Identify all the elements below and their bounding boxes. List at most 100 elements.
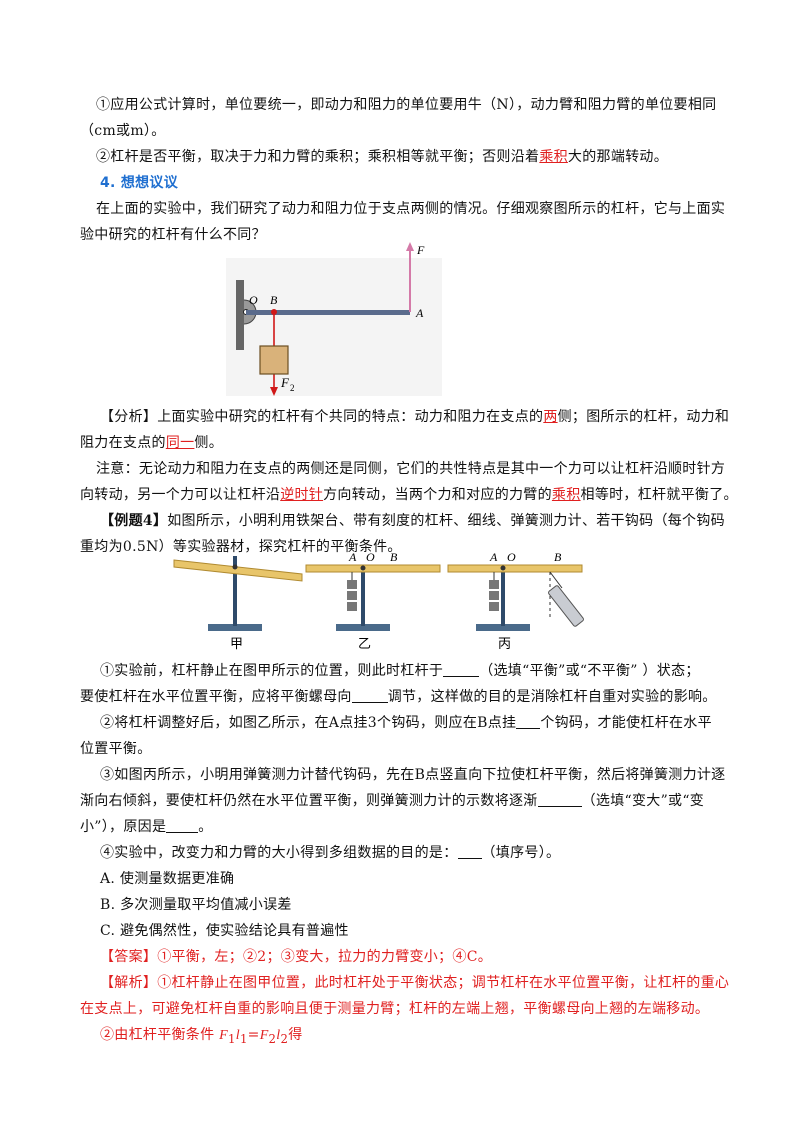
lever-level — [447, 564, 583, 573]
answer-fill: 逆时针 — [280, 487, 324, 503]
option-b: B. 多次测量取平均值减小误差 — [100, 897, 292, 913]
string — [549, 571, 563, 589]
answer-blank[interactable] — [351, 688, 388, 703]
text: 小”），原因是 — [80, 819, 167, 835]
pivot — [360, 565, 366, 571]
pivot — [232, 564, 238, 570]
discussion-line2: 验中研究的杠杆有什么不同？ — [80, 222, 690, 248]
subscript: 1 — [228, 1031, 236, 1046]
label-F: F — [416, 243, 425, 257]
section-heading: 4. 想想议议 — [100, 175, 179, 191]
text: 。 — [198, 819, 213, 835]
text: ④实验中，改变力和力臂的大小得到多组数据的目的是： — [100, 845, 458, 861]
lever-tilted — [173, 559, 303, 582]
setup-jia: 甲 — [173, 556, 303, 651]
text: 位置平衡。 — [80, 741, 152, 757]
discussion-line1: 在上面的实验中，我们研究了动力和阻力位于支点两侧的情况。仔细观察图所示的杠杆，它… — [96, 196, 725, 222]
lever-level — [305, 564, 441, 573]
rule-units-line2: （cm或m）。 — [80, 118, 690, 144]
text: 侧。 — [194, 435, 224, 451]
text: ②将杠杆调整好后，如图乙所示，在A点挂3个钩码，则应在B点挂 — [100, 715, 517, 731]
answer-fill: 乘积 — [539, 149, 568, 165]
answer-blank[interactable] — [537, 792, 582, 807]
formula-l1: l — [235, 1028, 240, 1043]
text: （填序号）。 — [481, 845, 561, 861]
caption-yi: 乙 — [358, 636, 371, 651]
text: （选填“变大”或“变 — [581, 793, 705, 809]
text: 如图所示，小明利用铁架台、带有刻度的杠杆、细线、弹簧测力计、若干钩码（每个钩码 — [167, 513, 725, 529]
label-F2-subscript: 2 — [290, 383, 295, 393]
label-O: O — [507, 550, 516, 564]
note-line1: 注意：无论动力和阻力在支点的两侧还是同侧，它们的共性特点是其中一个力可以让杠杆沿… — [96, 456, 725, 482]
answer-blank[interactable] — [457, 844, 482, 859]
lever-experiment-figure: 甲 A O B 乙 — [173, 550, 584, 651]
question4: ④实验中，改变力和力臂的大小得到多组数据的目的是： （填序号）。 — [100, 840, 710, 866]
equals: = — [247, 1027, 260, 1043]
label-B: B — [390, 550, 398, 564]
text: 注意：无论动力和阻力在支点的两侧还是同侧，它们的共性特点是其中一个力可以让杠杆沿… — [96, 461, 726, 477]
option-a: A. 使测量数据更准确 — [100, 871, 235, 887]
caption-bing: 丙 — [498, 636, 511, 651]
rule-units-line1: ①应用公式计算时，单位要统一，即动力和阻力的单位要用牛（N），动力臂和阻力臂的单… — [96, 92, 716, 118]
text: 【分析】上面实验中研究的杠杆有个共同的特点：动力和阻力在支点的 — [100, 409, 544, 425]
analysis-line2: 阻力在支点的同一侧。 — [80, 430, 690, 456]
text: ②杠杆是否平衡，取决于力和力臂的乘积；乘积相等就平衡；否则沿着 — [96, 149, 540, 165]
formula-F2: F — [259, 1028, 269, 1043]
text: 验中研究的杠杆有什么不同？ — [80, 227, 266, 243]
analysis-line1: 【分析】上面实验中研究的杠杆有个共同的特点：动力和阻力在支点的两侧；图所示的杠杆… — [100, 404, 729, 430]
arrow-head — [406, 242, 414, 251]
text: ①应用公式计算时，单位要统一，即动力和阻力的单位要用牛（N），动力臂和阻力臂的单… — [96, 97, 717, 113]
note-line2: 向转动，另一个力可以让杠杆沿逆时针方向转动，当两个力和对应的力臂的乘积相等时，杠… — [80, 482, 738, 508]
lever-bar — [246, 310, 410, 315]
text: 渐向右倾斜，要使杠杆仍然在水平位置平衡，则弹簧测力计的示数将逐渐 — [80, 793, 538, 809]
label-O: O — [366, 550, 375, 564]
subscript: 2 — [268, 1031, 277, 1046]
text: 要使杠杆在水平位置平衡，应将平衡螺母向 — [80, 689, 352, 705]
formula-l2: l — [276, 1028, 281, 1043]
hook-weight — [347, 591, 357, 600]
label-A: A — [348, 550, 357, 564]
stand — [361, 566, 365, 626]
setup-yi: A O B 乙 — [305, 550, 441, 651]
hook-weight — [489, 580, 499, 589]
answer-blank[interactable] — [443, 662, 480, 677]
option-c: C. 避免偶然性，使实验结论具有普遍性 — [100, 923, 349, 939]
text: （选填“平衡”或“不平衡” ）状态； — [479, 663, 700, 679]
explanation-line2: 在支点上，可避免杠杆自重的影响且便于测量力臂；杠杆的左端上翘，平衡螺母向上翘的左… — [80, 1001, 710, 1017]
question3-line2: 渐向右倾斜，要使杠杆仍然在水平位置平衡，则弹簧测力计的示数将逐渐 （选填“变大”或… — [80, 788, 704, 814]
answer-blank[interactable] — [516, 714, 541, 729]
rule-balance: ②杠杆是否平衡，取决于力和力臂的乘积；乘积相等就平衡；否则沿着乘积大的那端转动。 — [96, 144, 706, 170]
question3-line3: 小”），原因是 。 — [80, 814, 690, 840]
example4-line1: 【例题4】如图所示，小明利用铁架台、带有刻度的杠杆、细线、弹簧测力计、若干钩码（… — [100, 508, 725, 534]
text: 调节，这样做的目的是消除杠杆自重对实验的影响。 — [387, 689, 717, 705]
text: 得 — [288, 1027, 303, 1043]
caption-jia: 甲 — [230, 636, 243, 651]
question2-line1: ②将杠杆调整好后，如图乙所示，在A点挂3个钩码，则应在B点挂 个钩码，才能使杠杆在… — [100, 710, 712, 736]
answer-fill: 两 — [543, 409, 558, 425]
text: 侧；图所示的杠杆，动力和 — [557, 409, 730, 425]
question1-line1: ①实验前，杠杆静止在图甲所示的位置，则此时杠杆于（选填“平衡”或“不平衡” ）状… — [100, 658, 710, 684]
base — [208, 624, 262, 631]
arrow-head — [270, 387, 278, 396]
label-B: B — [554, 550, 562, 564]
hook-weight — [347, 580, 357, 589]
wall — [236, 280, 244, 350]
text: 方向转动，当两个力和对应的力臂的 — [323, 487, 552, 503]
setup-bing: A O B 丙 — [447, 550, 584, 651]
weight-block — [259, 345, 289, 375]
explanation-line3: ②由杠杆平衡条件 F1l1=F2l2得 — [100, 1022, 710, 1052]
label-A: A — [489, 550, 498, 564]
base — [336, 624, 390, 631]
text: 个钩码，才能使杠杆在水平 — [540, 715, 712, 731]
question3-line1: ③如图丙所示，小明用弹簧测力计替代钩码，先在B点竖直向下拉使杠杆平衡，然后将弹簧… — [100, 762, 725, 788]
spring-scale — [548, 585, 584, 627]
explanation-line1: 【解析】①杠杆静止在图甲位置，此时杠杆处于平衡状态；调节杠杆在水平位置平衡，让杠… — [100, 975, 730, 991]
answer-blank[interactable] — [166, 818, 199, 833]
subscript: 2 — [280, 1031, 289, 1046]
text: 阻力在支点的 — [80, 435, 166, 451]
answer-line: 【答案】①平衡，左；②2；③变大，拉力的力臂变小；④C。 — [100, 949, 493, 965]
lever-figure: F O B A F 2 — [226, 242, 442, 396]
text: （cm或m）。 — [80, 123, 166, 139]
point-B — [271, 309, 277, 315]
